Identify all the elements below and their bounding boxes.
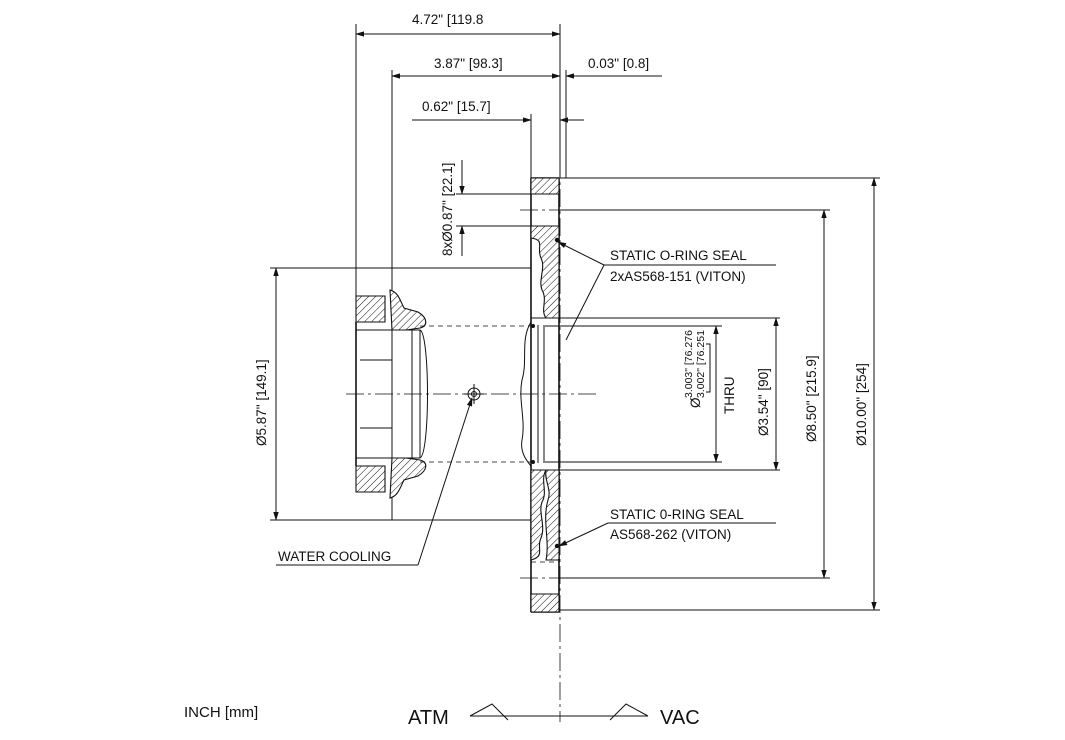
extension-lines	[270, 24, 880, 611]
housing-section	[355, 267, 532, 521]
leader-lines	[276, 241, 776, 566]
lower-seal-spec: AS568-262 (VITON)	[610, 527, 731, 542]
dim-overall-length: 4.72" [119.8	[412, 12, 483, 27]
dim-flange-offset: 0.03" [0.8]	[588, 56, 649, 71]
dim-bore-lower: 3.002" [76.251	[695, 330, 707, 398]
upper-seal-title: STATIC O-RING SEAL	[610, 248, 747, 263]
atm-label: ATM	[408, 707, 449, 729]
dimension-lines	[273, 31, 877, 611]
dim-flange-diameter: Ø10.00" [254]	[854, 363, 869, 446]
dim-bore-diameter: Ø3.54" [90]	[756, 368, 771, 436]
dim-thru: THRU	[722, 377, 737, 415]
dim-body-diameter: Ø5.87" [149.1]	[254, 359, 269, 446]
dim-length-to-flange: 3.87" [98.3]	[434, 56, 503, 71]
side-indicator	[469, 703, 649, 721]
upper-seal-spec: 2xAS568-151 (VITON)	[610, 269, 746, 284]
units-note: INCH [mm]	[184, 704, 258, 721]
vac-label: VAC	[660, 707, 700, 729]
dim-bore-upper: 3.003" [76.276	[683, 330, 695, 398]
lower-seal-title: STATIC 0-RING SEAL	[610, 507, 744, 522]
dim-bolt-circle: Ø8.50" [215.9]	[804, 355, 819, 442]
flange-section	[530, 177, 560, 613]
dim-bolt-holes: 8xØ0.87" [22.1]	[440, 163, 455, 256]
dim-flange-thickness: 0.62" [15.7]	[422, 99, 491, 114]
dim-bore-prefix: Ø	[688, 397, 703, 408]
water-cooling-label: WATER COOLING	[278, 549, 391, 564]
